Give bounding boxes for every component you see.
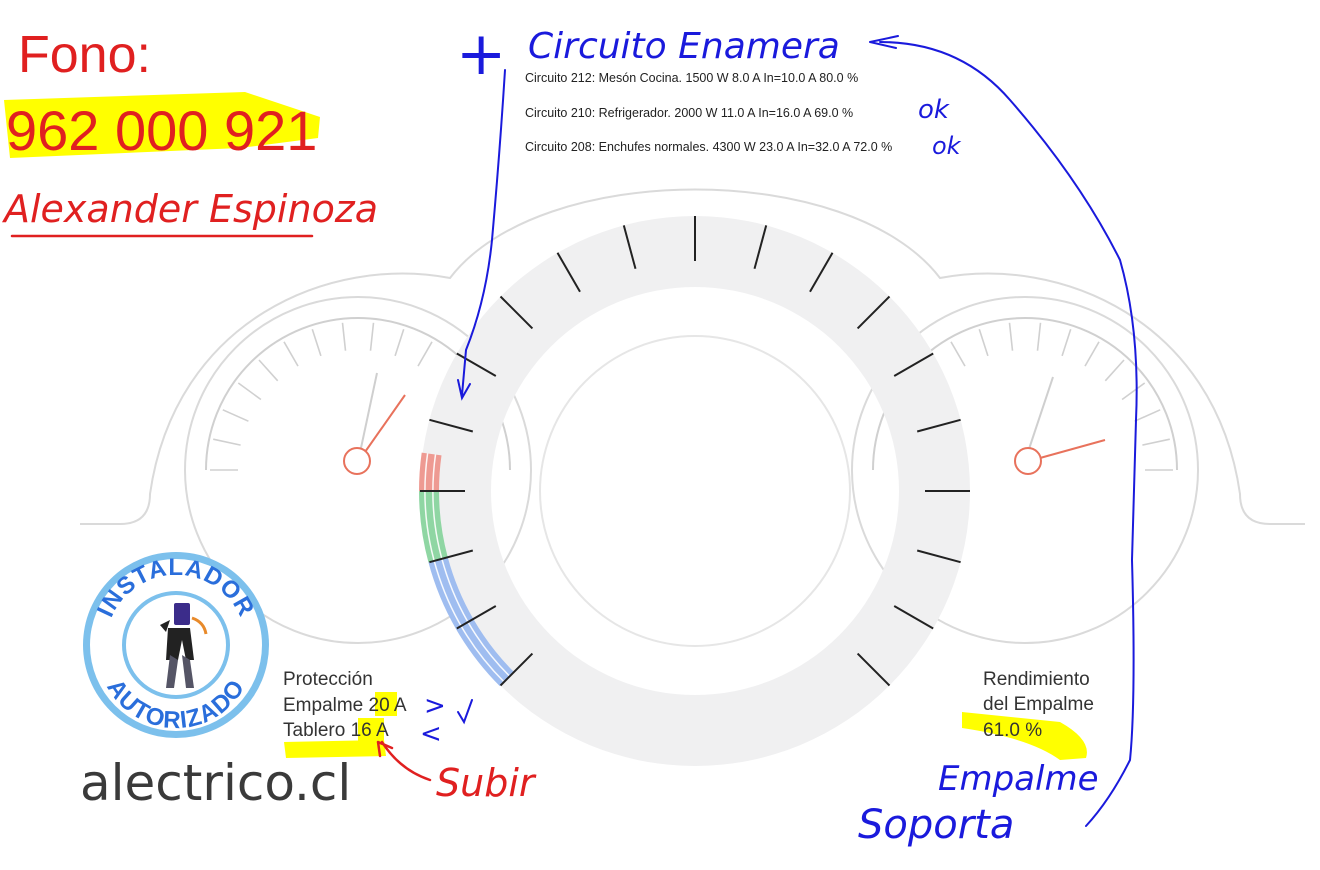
main-gauge-band-line: [432, 454, 511, 677]
right-gauge-tick: [978, 328, 989, 357]
site-name[interactable]: alectrico.cl: [80, 754, 351, 812]
main-gauge-tick: [456, 352, 497, 377]
annotation-check: [457, 699, 473, 725]
annotations-red: Fono: 962 000 921 Alexander Espinoza Sub…: [1, 26, 537, 805]
left-gauge-tick: [283, 341, 299, 367]
left-gauge-tick: [258, 359, 279, 382]
logo-inner-ring: [122, 591, 230, 699]
main-gauge-tick: [809, 252, 834, 293]
annotation-phone-number: 962 000 921: [6, 99, 317, 162]
annotation-empalme: Empalme: [938, 759, 1099, 799]
right-gauge-tick: [950, 341, 966, 367]
left-gauge-needle: [364, 394, 406, 453]
annotation-plus: +: [456, 19, 506, 89]
main-gauge-band-line: [424, 453, 505, 683]
main-gauge-tick: [429, 549, 474, 564]
main-gauge-inner-circle: [539, 335, 851, 647]
highlight-empalme-value: [375, 692, 397, 716]
main-gauge-ticks: [420, 216, 970, 687]
left-gauge-tick: [341, 322, 347, 351]
annotation-greater: >: [424, 691, 446, 721]
left-gauge-tick: [369, 322, 375, 351]
left-gauge-tick: [222, 409, 249, 422]
right-gauge-tick: [1121, 382, 1146, 401]
right-gauge-needle: [1039, 439, 1106, 459]
left-gauge-tick: [213, 438, 241, 446]
main-gauge-tick: [556, 252, 581, 293]
main-gauge-tick: [916, 418, 961, 433]
annotation-person-name: Alexander Espinoza: [1, 187, 378, 231]
circuit-item: Circuito 210: Refrigerador. 2000 W 11.0 …: [525, 106, 853, 120]
circuit-item: Circuito 208: Enchufes normales. 4300 W …: [525, 140, 892, 154]
main-gauge-tick: [856, 652, 891, 687]
annotation-subir: Subir: [436, 761, 537, 805]
main-gauge-band-red: [419, 452, 442, 492]
right-gauge-tick: [1104, 359, 1125, 382]
annotation-ok-2: ok: [932, 132, 962, 160]
annotation-right-connector: [879, 41, 1138, 827]
highlight-performance: [962, 712, 1087, 760]
main-gauge-tick: [429, 418, 474, 433]
main-gauge-tick: [622, 225, 637, 270]
annotation-red-strokes: [10, 234, 432, 782]
annotation-less: <: [420, 719, 442, 749]
protection-info: Protección Empalme 20 A Tablero 16 A: [283, 669, 407, 741]
highlights: [4, 92, 1087, 760]
left-gauge-needle-gray: [357, 372, 378, 463]
performance-info: Rendimiento del Empalme 61.0 %: [983, 669, 1094, 741]
annotation-left-connector: [457, 69, 506, 401]
highlight-tablero-value: [358, 718, 384, 742]
protection-tablero: Tablero 16 A: [283, 720, 389, 741]
main-gauge-tick: [856, 295, 891, 330]
performance-line1: Rendimiento: [983, 669, 1090, 690]
right-gauge-tick: [1084, 341, 1100, 367]
empalme-value: 20: [369, 695, 390, 716]
main-gauge-tick: [456, 605, 497, 630]
performance-value: 61.0 %: [983, 720, 1042, 741]
annotation-soporta: Soporta: [858, 802, 1014, 848]
highlight-tablero-underline: [284, 740, 386, 758]
performance-line2: del Empalme: [983, 694, 1094, 715]
main-gauge-tick: [753, 225, 768, 270]
right-gauge-hub: [1014, 447, 1042, 475]
electrician-icon: [160, 603, 208, 688]
annotations-blue: Circuito Enamera + ok ok > < Empalme Sop…: [420, 19, 1099, 848]
dashboard-outline: [80, 188, 1305, 644]
annotation-arrowhead: [869, 35, 899, 49]
highlight-phone: [4, 92, 320, 158]
annotation-first-circuit: Circuito Enamera: [528, 26, 840, 67]
right-gauge-tick: [1008, 322, 1014, 351]
right-gauge: [872, 317, 1178, 475]
right-gauge-needle-gray: [1027, 376, 1054, 453]
main-gauge-tick: [893, 352, 934, 377]
left-gauge-tick: [417, 341, 433, 367]
main-gauge: [419, 216, 970, 766]
protection-title: Protección: [283, 669, 373, 690]
right-gauge-ticks: [950, 322, 1173, 471]
annotation-ok-1: ok: [918, 95, 950, 125]
main-gauge-tick: [499, 295, 534, 330]
left-gauge-tick: [311, 328, 322, 357]
main-gauge-tick: [499, 652, 534, 687]
main-gauge-tick: [916, 549, 961, 564]
left-gauge-hub: [343, 447, 371, 475]
left-gauge-tick: [237, 382, 262, 401]
main-gauge-band-green: [419, 490, 448, 563]
annotation-phone-label: Fono:: [18, 26, 151, 84]
annotation-blue-strokes: [457, 35, 1138, 827]
protection-empalme: Empalme 20 A: [283, 695, 407, 716]
circuit-list: Circuito 212: Mesón Cocina. 1500 W 8.0 A…: [525, 71, 892, 154]
circuit-item: Circuito 212: Mesón Cocina. 1500 W 8.0 A…: [525, 71, 858, 85]
right-gauge-tick: [1134, 409, 1161, 422]
right-gauge-tick: [1036, 322, 1042, 351]
annotation-subir-arrow: [376, 740, 432, 782]
right-gauge-tick: [1142, 438, 1170, 446]
right-gauge-tick: [1061, 328, 1072, 357]
left-gauge-ticks: [210, 322, 433, 471]
tablero-value: 16: [351, 720, 372, 741]
main-gauge-tick: [893, 605, 934, 630]
left-gauge-tick: [394, 328, 405, 357]
